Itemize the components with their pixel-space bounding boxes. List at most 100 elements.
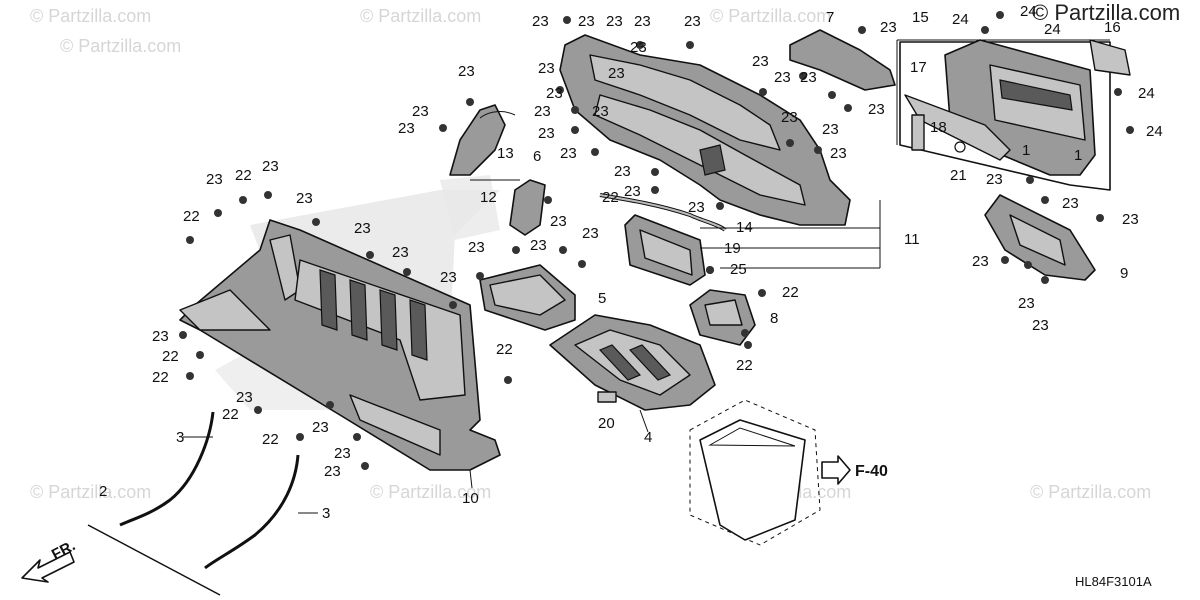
callout-3: 3 bbox=[176, 429, 184, 446]
callout-23: 23 bbox=[781, 109, 798, 126]
basket-reference-f40: F-40 bbox=[689, 399, 888, 546]
callout-17: 17 bbox=[910, 59, 927, 76]
callout-6: 6 bbox=[533, 148, 541, 165]
part-10-rear-floor-panel bbox=[179, 219, 501, 471]
part-20-pad bbox=[597, 391, 617, 403]
callout-23: 23 bbox=[614, 163, 631, 180]
callout-19: 19 bbox=[724, 240, 741, 257]
callout-5: 5 bbox=[598, 290, 606, 307]
callout-23: 23 bbox=[440, 269, 457, 286]
callout-7: 7 bbox=[826, 9, 834, 26]
callout-23: 23 bbox=[582, 225, 599, 242]
callout-9: 9 bbox=[1120, 265, 1128, 282]
copyright-text: © Partzilla.com bbox=[1032, 0, 1180, 25]
callout-22: 22 bbox=[782, 284, 799, 301]
callout-13: 13 bbox=[497, 145, 514, 162]
part-4-floor-panel bbox=[549, 314, 716, 411]
callout-23: 23 bbox=[560, 145, 577, 162]
callout-23: 23 bbox=[296, 190, 313, 207]
callout-18: 18 bbox=[930, 119, 947, 136]
callout-23: 23 bbox=[468, 239, 485, 256]
callout-23: 23 bbox=[538, 125, 555, 142]
callout-22: 22 bbox=[262, 431, 279, 448]
callout-24: 24 bbox=[1138, 85, 1155, 102]
part-13-bracket bbox=[449, 104, 516, 176]
callout-23: 23 bbox=[972, 253, 989, 270]
callout-23: 23 bbox=[830, 145, 847, 162]
part-2-3-rods bbox=[87, 411, 300, 596]
callout-23: 23 bbox=[458, 63, 475, 80]
watermark-text: © Partzilla.com bbox=[30, 6, 151, 26]
ref-label-f40: F-40 bbox=[855, 463, 888, 480]
callout-12: 12 bbox=[480, 189, 497, 206]
callout-23: 23 bbox=[986, 171, 1003, 188]
watermark-text: © Partzilla.com bbox=[60, 36, 181, 56]
callout-23: 23 bbox=[334, 445, 351, 462]
callout-23: 23 bbox=[822, 121, 839, 138]
leader-lines bbox=[183, 39, 1110, 514]
part-19-panel bbox=[624, 214, 706, 286]
callout-22: 22 bbox=[152, 369, 169, 386]
callout-8: 8 bbox=[770, 310, 778, 327]
callout-24: 24 bbox=[1146, 123, 1163, 140]
callout-14: 14 bbox=[736, 219, 753, 236]
callout-23: 23 bbox=[630, 39, 647, 56]
callout-20: 20 bbox=[598, 415, 615, 432]
part-7-bracket bbox=[789, 29, 896, 91]
callout-23: 23 bbox=[688, 199, 705, 216]
part-21-grommet bbox=[954, 141, 966, 153]
fasteners bbox=[179, 11, 1134, 470]
callout-23: 23 bbox=[412, 103, 429, 120]
callout-23: 23 bbox=[774, 69, 791, 86]
front-arrow: FR. bbox=[21, 537, 78, 583]
callout-22: 22 bbox=[602, 189, 619, 206]
callout-23: 23 bbox=[608, 65, 625, 82]
diagram-code: HL84F3101A bbox=[1075, 574, 1152, 589]
part-9-bracket bbox=[984, 194, 1096, 281]
callout-23: 23 bbox=[532, 13, 549, 30]
watermark-text: © Partzilla.com bbox=[1030, 482, 1151, 502]
callout-3: 3 bbox=[322, 505, 330, 522]
callout-15: 15 bbox=[912, 9, 929, 26]
callout-10: 10 bbox=[462, 490, 479, 507]
callout-11: 11 bbox=[904, 231, 920, 248]
callout-22: 22 bbox=[183, 208, 200, 225]
part-8-bracket bbox=[689, 289, 756, 346]
callout-24: 24 bbox=[1020, 3, 1037, 20]
callout-23: 23 bbox=[550, 213, 567, 230]
callout-23: 23 bbox=[324, 463, 341, 480]
callout-23: 23 bbox=[1122, 211, 1139, 228]
callout-22: 22 bbox=[496, 341, 513, 358]
callout-23: 23 bbox=[206, 171, 223, 188]
callout-23: 23 bbox=[312, 419, 329, 436]
callout-4: 4 bbox=[644, 429, 652, 446]
callout-23: 23 bbox=[236, 389, 253, 406]
callout-23: 23 bbox=[1032, 317, 1049, 334]
callout-23: 23 bbox=[534, 103, 551, 120]
part-5-tray bbox=[479, 264, 576, 331]
callout-1: 1 bbox=[1022, 142, 1030, 159]
callout-23: 23 bbox=[546, 85, 563, 102]
callout-25: 25 bbox=[730, 261, 747, 278]
callout-23: 23 bbox=[752, 53, 769, 70]
watermark-text: © Partzilla.com bbox=[710, 6, 831, 26]
callout-23: 23 bbox=[578, 13, 595, 30]
callout-23: 23 bbox=[538, 60, 555, 77]
callout-21: 21 bbox=[950, 167, 967, 184]
part-11-upper-cover bbox=[559, 34, 851, 226]
callout-1: 1 bbox=[1074, 147, 1082, 164]
watermark-text: © Partzilla.com bbox=[360, 6, 481, 26]
callout-23: 23 bbox=[592, 103, 609, 120]
callout-23: 23 bbox=[880, 19, 897, 36]
callout-23: 23 bbox=[354, 220, 371, 237]
callout-23: 23 bbox=[398, 120, 415, 137]
callout-23: 23 bbox=[624, 183, 641, 200]
part-16-plate bbox=[1089, 39, 1131, 76]
callout-23: 23 bbox=[530, 237, 547, 254]
callout-23: 23 bbox=[392, 244, 409, 261]
callout-22: 22 bbox=[222, 406, 239, 423]
callout-23: 23 bbox=[634, 13, 651, 30]
callout-22: 22 bbox=[736, 357, 753, 374]
watermark-text: © Partzilla.com bbox=[30, 482, 151, 502]
